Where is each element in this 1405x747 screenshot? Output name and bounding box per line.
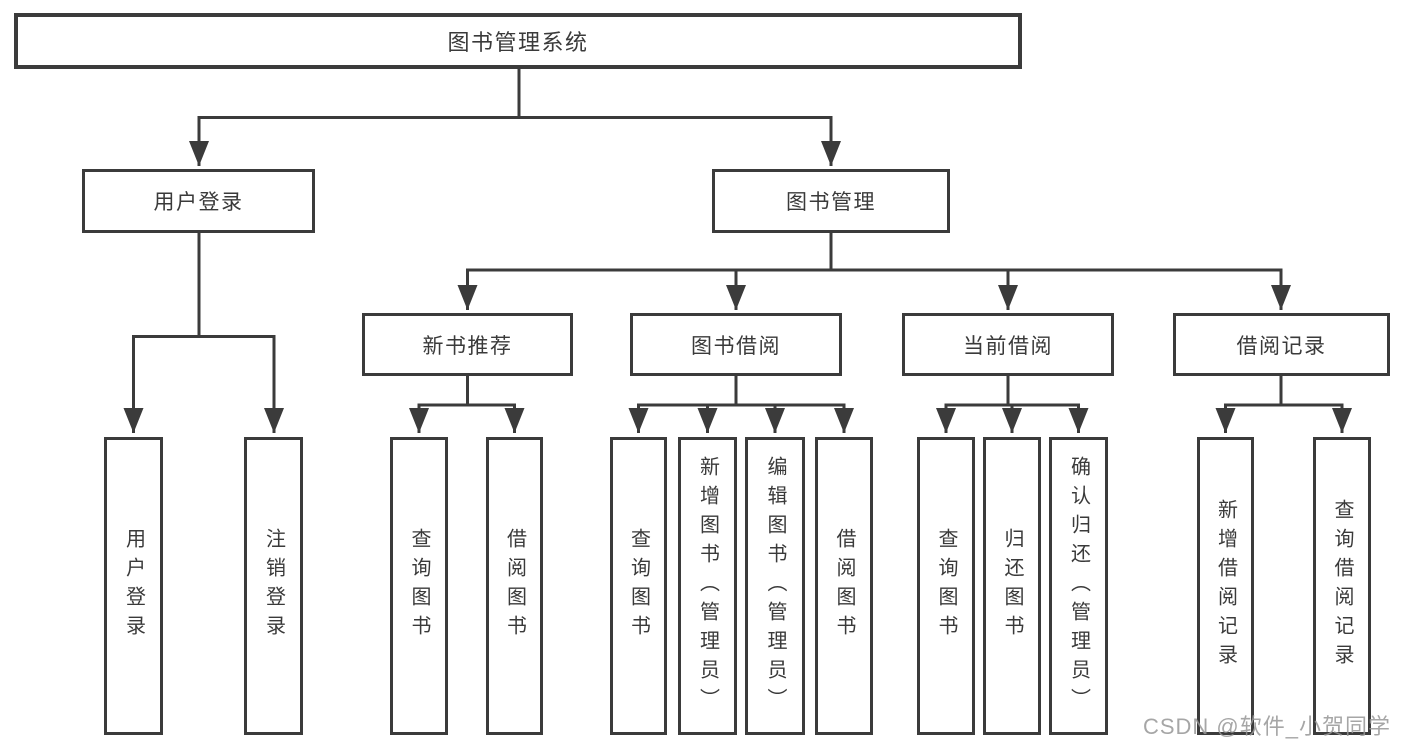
leaf-add-books-admin-label: 新增图书（管理员）: [696, 455, 719, 717]
node-new-book-recommendation: 新书推荐: [362, 313, 573, 376]
leaf-edit-books-admin-label: 编辑图书（管理员）: [764, 455, 786, 717]
leaf-query-books-borrowing: 查询图书: [610, 437, 667, 735]
leaf-return-books-label: 归还图书: [1001, 528, 1023, 644]
node-user-login-label: 用户登录: [153, 191, 244, 214]
node-current-borrowing: 当前借阅: [902, 313, 1114, 376]
leaf-confirm-return-admin: 确认归还（管理员）: [1049, 437, 1108, 735]
leaf-borrow-books-borrowing: 借阅图书: [815, 437, 873, 735]
leaf-logout-login: 注销登录: [244, 437, 303, 735]
leaf-query-books-current: 查询图书: [917, 437, 975, 735]
leaf-user-login-label: 用户登录: [122, 528, 145, 644]
node-user-login: 用户登录: [82, 169, 315, 233]
leaf-query-books-current-label: 查询图书: [935, 528, 957, 644]
node-book-borrowing: 图书借阅: [630, 313, 842, 376]
leaf-query-books-new-book: 查询图书: [390, 437, 448, 735]
leaf-logout-login-label: 注销登录: [262, 528, 285, 644]
node-book-management: 图书管理: [712, 169, 950, 233]
leaf-borrow-books-borrowing-label: 借阅图书: [833, 528, 855, 644]
node-borrowing-records: 借阅记录: [1173, 313, 1390, 376]
leaf-borrow-books-new-book-label: 借阅图书: [503, 528, 526, 644]
leaf-add-books-admin: 新增图书（管理员）: [678, 437, 737, 735]
leaf-add-borrowing-record-label: 新增借阅记录: [1214, 499, 1237, 673]
leaf-edit-books-admin: 编辑图书（管理员）: [745, 437, 805, 735]
node-library-management-system: 图书管理系统: [14, 13, 1022, 69]
node-book-management-label: 图书管理: [786, 191, 876, 214]
node-current-borrowing-label: 当前借阅: [963, 334, 1053, 358]
leaf-query-books-borrowing-label: 查询图书: [627, 528, 650, 644]
leaf-user-login: 用户登录: [104, 437, 163, 735]
node-book-borrowing-label: 图书借阅: [691, 334, 781, 358]
watermark: CSDN @软件_小贺同学: [1142, 714, 1391, 739]
leaf-query-borrowing-record: 查询借阅记录: [1313, 437, 1371, 735]
leaf-confirm-return-admin-label: 确认归还（管理员）: [1067, 455, 1090, 717]
node-new-book-recommendation-label: 新书推荐: [422, 334, 513, 358]
leaf-borrow-books-new-book: 借阅图书: [486, 437, 543, 735]
leaf-query-books-new-book-label: 查询图书: [408, 528, 430, 644]
node-library-management-system-label: 图书管理系统: [447, 30, 589, 55]
node-borrowing-records-label: 借阅记录: [1236, 334, 1327, 358]
leaf-return-books: 归还图书: [983, 437, 1041, 735]
leaf-query-borrowing-record-label: 查询借阅记录: [1331, 499, 1353, 673]
leaf-add-borrowing-record: 新增借阅记录: [1197, 437, 1254, 735]
